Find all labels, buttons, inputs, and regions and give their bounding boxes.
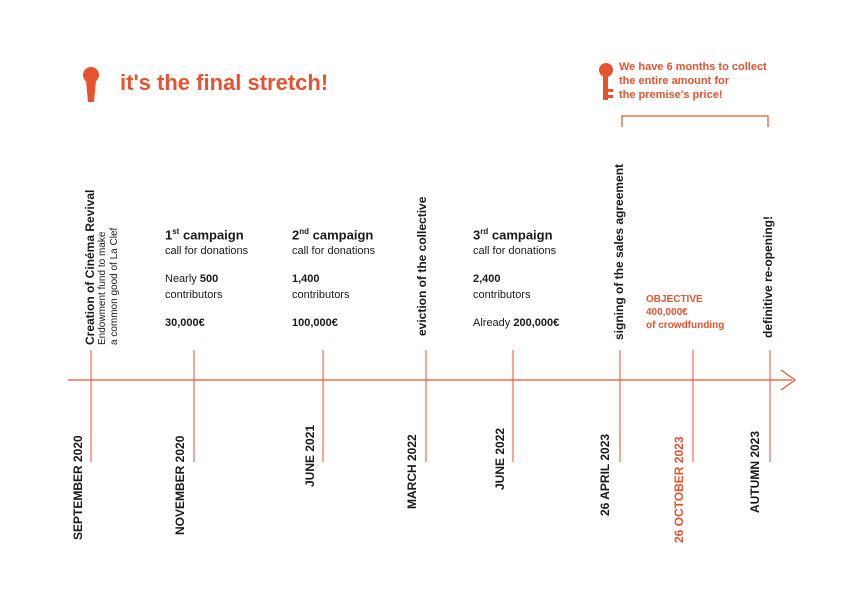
campaign-3-heading: 3rd campaign: [473, 227, 553, 243]
date-sep-2020: SEPTEMBER 2020: [71, 435, 85, 540]
event-creation-line-1: Endowment fund to make: [97, 231, 108, 345]
event-creation-title: Creation of Cinéma Revival: [83, 189, 97, 345]
objective-crowdfunding: of crowdfunding: [646, 320, 725, 331]
date-oct-2023: 26 OCTOBER 2023: [672, 436, 686, 544]
date-nov-2020: NOVEMBER 2020: [173, 435, 187, 535]
bracket: [621, 115, 769, 127]
key-icon: [599, 63, 613, 100]
event-signing: signing of the sales agreement: [612, 163, 626, 340]
event-creation: Creation of Cinéma Revival Endowment fun…: [83, 189, 121, 345]
date-jun-2022: JUNE 2022: [493, 427, 507, 490]
objective-title: OBJECTIVE: [646, 294, 703, 305]
event-eviction: eviction of the collective: [415, 196, 429, 336]
date-autumn-2023: AUTUMN 2023: [748, 430, 762, 513]
timeline-arrowhead: [780, 369, 797, 391]
date-apr-2023: 26 APRIL 2023: [598, 433, 612, 516]
objective-label: OBJECTIVE 400,000€ of crowdfunding: [646, 293, 724, 332]
campaign-1: 1st campaign call for donations Nearly 5…: [165, 227, 248, 329]
timeline-ticks: [90, 350, 771, 462]
date-mar-2022: MARCH 2022: [405, 434, 419, 509]
note-line-1: We have 6 months to collect: [619, 61, 767, 73]
campaign-1-heading: 1st campaign: [165, 227, 244, 243]
campaign-2-heading: 2nd campaign: [292, 227, 374, 243]
note-line-3: the premise's price!: [619, 89, 723, 101]
note-line-2: the entire amount for: [619, 75, 730, 87]
objective-amount: 400,000€: [646, 307, 688, 318]
event-creation-line-2: a common good of La Clef: [109, 227, 120, 345]
campaign-3-subtitle: call for donations: [473, 245, 557, 258]
deadline-note: We have 6 months to collect the entire a…: [619, 60, 767, 102]
campaign-1-amount: 30,000€: [165, 317, 205, 330]
campaign-1-subtitle: call for donations: [165, 245, 249, 258]
campaign-3-amount: Already 200,000€: [473, 317, 560, 330]
campaign-2-subtitle: call for donations: [292, 245, 376, 258]
date-jun-2021: JUNE 2021: [303, 424, 317, 487]
page-title: it's the final stretch!: [120, 70, 329, 95]
campaign-2-amount: 100,000€: [292, 317, 338, 330]
keyhole-icon: [83, 67, 99, 102]
event-reopening: definitive re-opening!: [761, 215, 775, 338]
